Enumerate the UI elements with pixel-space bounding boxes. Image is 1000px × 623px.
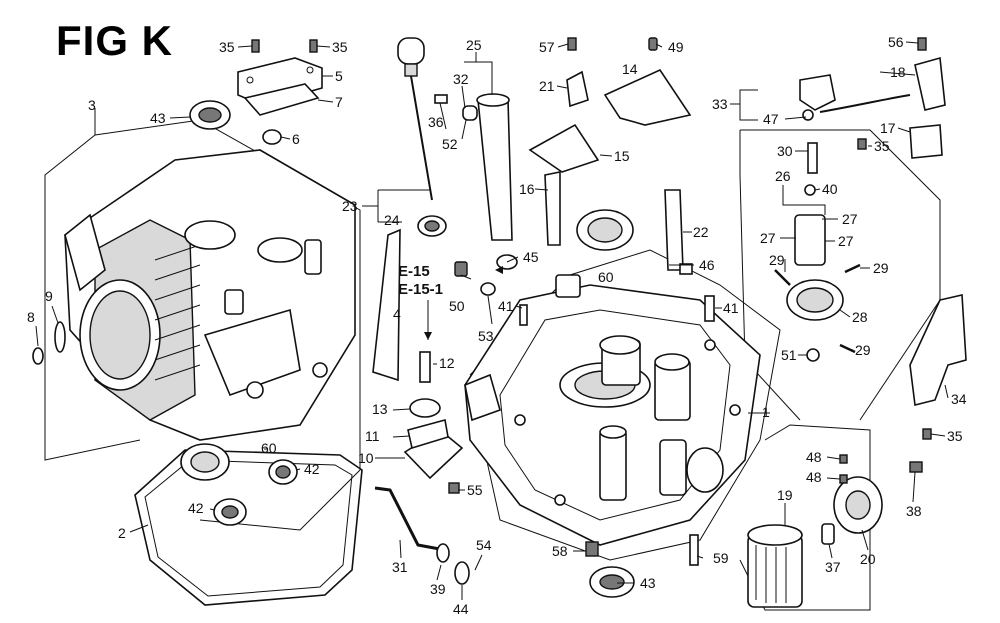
callout-60b: 60: [261, 440, 277, 456]
callout-55: 55: [467, 482, 483, 498]
callout-26: 26: [775, 168, 791, 184]
callout-48b: 48: [806, 469, 822, 485]
callout-17: 17: [880, 120, 896, 136]
callout-37: 37: [825, 559, 841, 575]
callout-11: 11: [365, 428, 380, 444]
callout-7: 7: [335, 94, 343, 110]
callout-48a: 48: [806, 449, 822, 465]
governor-arm: [799, 56, 946, 159]
arrows: [424, 266, 503, 340]
callout-35b: 35: [332, 39, 348, 55]
governor: [774, 142, 861, 362]
callout-27a: 27: [842, 211, 858, 227]
bearings-seals: [32, 100, 635, 598]
lever: [909, 294, 967, 406]
callout-30: 30: [777, 143, 793, 159]
breather-cover: [237, 39, 323, 116]
group-outlines: [44, 115, 941, 611]
callout-8: 8: [27, 309, 35, 325]
callout-15: 15: [614, 148, 630, 164]
callout-31: 31: [392, 559, 408, 575]
callout-19: 19: [777, 487, 793, 503]
callout-53: 53: [478, 328, 494, 344]
gasket-inner: [144, 459, 353, 597]
callout-20: 20: [860, 551, 876, 567]
callout-25: 25: [466, 37, 482, 53]
crankcase: [464, 274, 761, 546]
callout-32: 32: [453, 71, 469, 87]
breather-assembly: [374, 351, 470, 585]
callout-57: 57: [539, 39, 555, 55]
callout-2: 2: [118, 525, 126, 541]
figure-title: FIG K: [56, 17, 173, 64]
callout-47: 47: [763, 111, 779, 127]
callout-50: 50: [449, 298, 465, 314]
callout-43b: 43: [640, 575, 656, 591]
callout-51: 51: [781, 347, 797, 363]
ref-e151: E-15-1: [398, 281, 443, 298]
callout-59: 59: [713, 550, 729, 566]
callout-6: 6: [292, 131, 300, 147]
callout-54: 54: [476, 537, 492, 553]
callout-60a: 60: [598, 269, 614, 285]
callout-38: 38: [906, 503, 922, 519]
callout-35c: 35: [874, 138, 890, 154]
callout-42a: 42: [304, 461, 320, 477]
callout-58: 58: [552, 543, 568, 559]
callout-12: 12: [439, 355, 455, 371]
callout-24: 24: [384, 212, 400, 228]
callout-1: 1: [762, 404, 770, 420]
oil-filler: [372, 37, 513, 382]
callout-29b: 29: [873, 260, 889, 276]
callout-41b: 41: [723, 300, 739, 316]
callout-10: 10: [358, 450, 374, 466]
callout-28: 28: [852, 309, 868, 325]
callout-13: 13: [372, 401, 388, 417]
callout-36: 36: [428, 114, 444, 130]
callout-39: 39: [430, 581, 446, 597]
callout-52: 52: [442, 136, 458, 152]
callout-4: 4: [393, 306, 401, 322]
callout-42b: 42: [188, 500, 204, 516]
callout-23: 23: [342, 198, 358, 214]
cylinder-block: [64, 149, 356, 441]
callouts: 1 2 3 4 5 6 7 8 9 10 11 12 13 14 15 16 1…: [27, 34, 967, 617]
callout-27b: 27: [760, 230, 776, 246]
callout-9: 9: [45, 288, 53, 304]
callout-22: 22: [693, 224, 709, 240]
callout-41a: 41: [498, 298, 514, 314]
callout-16: 16: [519, 181, 535, 197]
callout-40: 40: [822, 181, 838, 197]
callout-34: 34: [951, 391, 967, 407]
callout-43a: 43: [150, 110, 166, 126]
callout-44: 44: [453, 601, 469, 617]
ref-e15: E-15: [398, 263, 430, 280]
callout-5: 5: [335, 68, 343, 84]
callout-35a: 35: [219, 39, 235, 55]
callout-49: 49: [668, 39, 684, 55]
callout-27c: 27: [838, 233, 854, 249]
callout-21: 21: [539, 78, 555, 94]
callout-18: 18: [890, 64, 906, 80]
callout-33: 33: [712, 96, 728, 112]
leader-lines: [35, 41, 949, 600]
callout-56: 56: [888, 34, 904, 50]
callout-29a: 29: [769, 252, 785, 268]
gasket: [134, 449, 363, 606]
callout-45: 45: [523, 249, 539, 265]
callout-29c: 29: [855, 342, 871, 358]
callout-14: 14: [622, 61, 638, 77]
oil-filter: [747, 461, 923, 608]
callout-46: 46: [699, 257, 715, 273]
callout-3: 3: [88, 97, 96, 113]
callout-35d: 35: [947, 428, 963, 444]
